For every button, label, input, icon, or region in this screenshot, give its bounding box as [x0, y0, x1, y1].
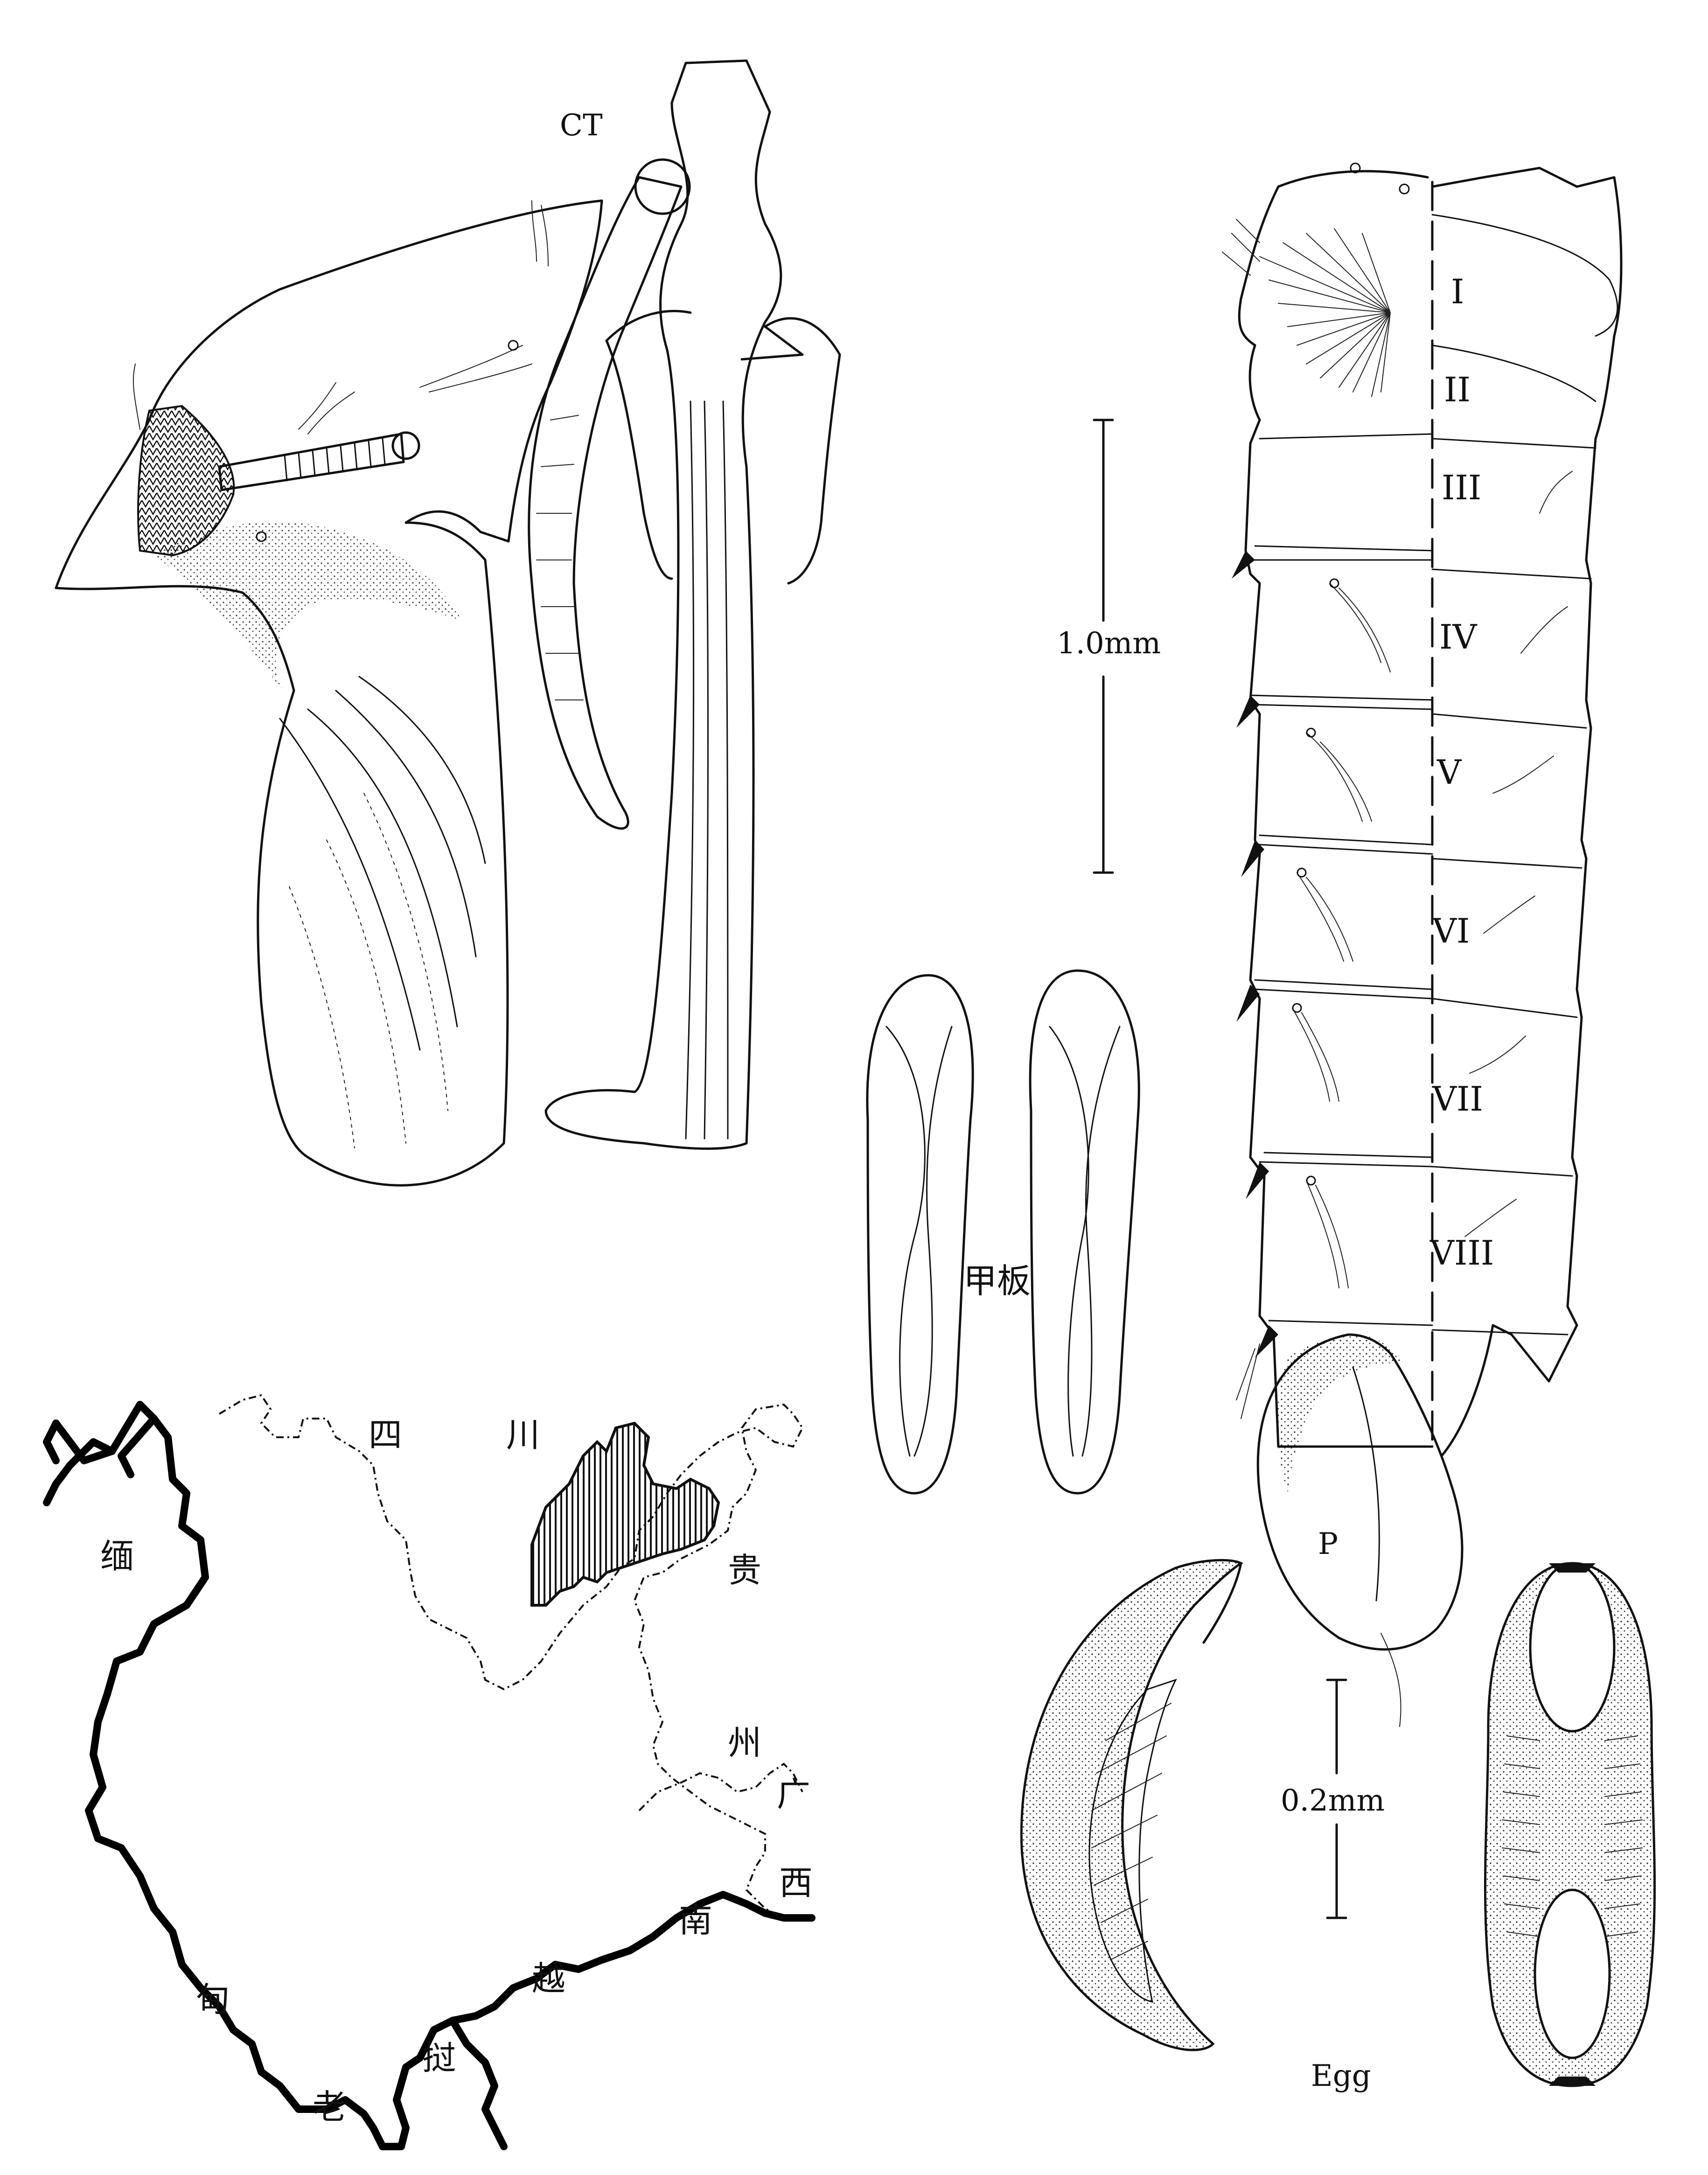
egg-dorsal — [1484, 1562, 1656, 2087]
segment-label: VIII — [1429, 1233, 1494, 1273]
segment-label: VII — [1432, 1079, 1483, 1119]
label-p: P — [1318, 1527, 1338, 1561]
map-label: 甸 — [196, 1980, 230, 2019]
annulated-rod — [218, 431, 420, 491]
map-label: 贵 — [728, 1551, 761, 1590]
map-label: 老 — [313, 2087, 346, 2126]
egg-lateral — [1020, 1559, 1243, 2051]
segment-label: III — [1442, 468, 1481, 507]
segment-label: VI — [1432, 911, 1470, 951]
map-label: 挝 — [422, 2038, 456, 2077]
segment-label: V — [1436, 753, 1462, 792]
segment-label: II — [1444, 370, 1471, 409]
map-label: 西 — [779, 1863, 813, 1902]
map-label: 川 — [506, 1415, 540, 1455]
setae — [1292, 162, 1573, 1288]
map-label: 越 — [532, 1959, 565, 1998]
map-label: 广 — [777, 1775, 810, 1814]
international-border — [52, 1401, 816, 2150]
scale-bar-large: 1.0mm — [1057, 419, 1161, 874]
seta-fan — [1222, 219, 1391, 397]
label-scale-large: 1.0mm — [1057, 626, 1161, 661]
label-scale-small: 0.2mm — [1281, 1783, 1385, 1818]
map-label: 四 — [369, 1415, 402, 1455]
label-plate: 甲板 — [963, 1261, 1031, 1301]
genitalia-drawing: CT — [55, 59, 841, 1187]
provincial-border — [218, 1394, 804, 1919]
map-label: 缅 — [100, 1537, 134, 1576]
label-egg: Egg — [1311, 2059, 1371, 2093]
map-label: 州 — [728, 1723, 761, 1762]
scale-bar-small: 0.2mm — [1281, 1678, 1385, 1919]
plates: 甲板 — [866, 969, 1140, 1495]
segment-label: I — [1451, 272, 1464, 311]
eggs: Egg 0.2mm — [1020, 1559, 1656, 2093]
hatched-region — [530, 1421, 720, 1607]
label-ct: CT — [560, 108, 603, 143]
larva-abdomen: P I II III IV V VI VII VIII — [1222, 162, 1623, 1727]
map-label: 南 — [679, 1901, 712, 1940]
terminal-lobe: P — [1236, 1333, 1464, 1727]
lateral-spines — [1232, 551, 1278, 1358]
distribution-map: 四 川 缅 甸 贵 州 广 西 老 挝 越 南 — [43, 1394, 816, 2150]
segment-label: IV — [1439, 617, 1478, 657]
aedeagus — [544, 59, 841, 1150]
